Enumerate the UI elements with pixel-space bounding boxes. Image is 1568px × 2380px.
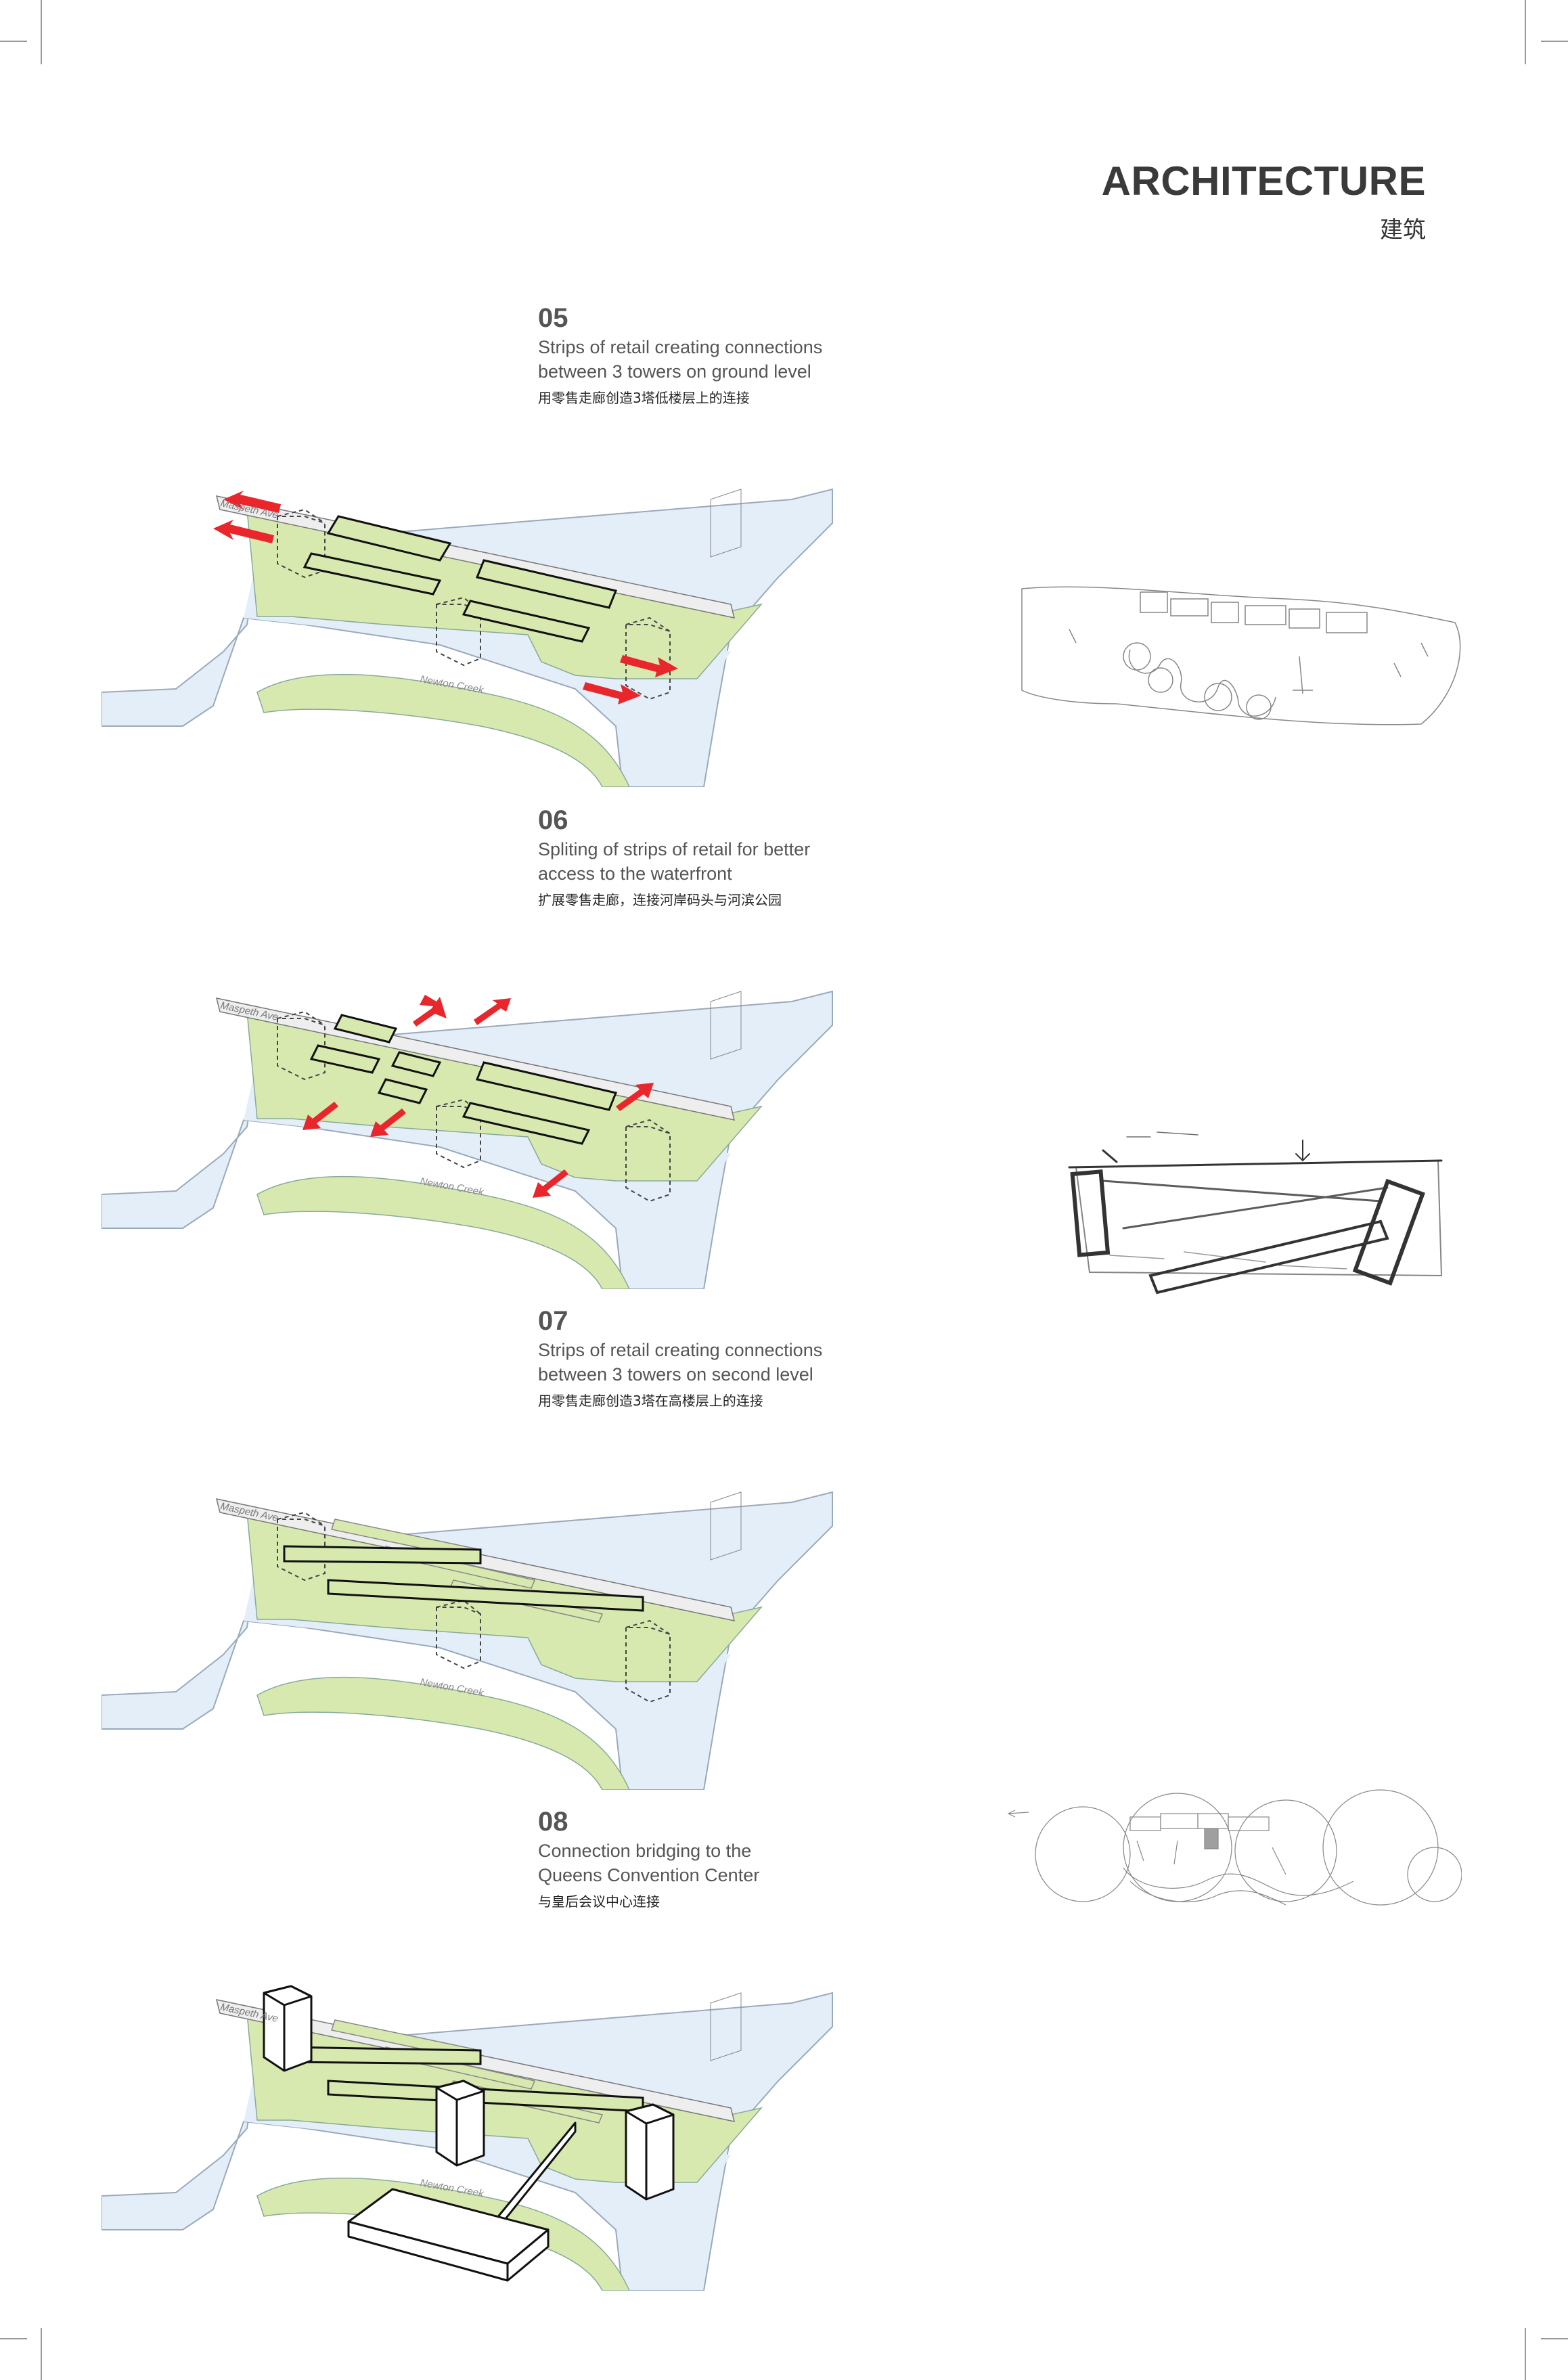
step-number: 07 [538,1306,568,1336]
diagram-step-08: 08 Connection bridging to the Queens Con… [0,1807,880,2294]
page-subtitle: 建筑 [1380,217,1426,244]
step-caption-cn: 扩展零售走廊，连接河岸码头与河滨公园 [538,892,782,908]
step-description-line: Queens Convention Center [538,1865,760,1885]
step-description-line: Spliting of strips of retail for better [538,839,811,859]
step-description-line: Connection bridging to the [538,1841,752,1861]
step-number: 05 [538,303,568,333]
step-caption-cn: 与皇后会议中心连接 [538,1893,660,1910]
page-header: ARCHITECTURE 建筑 [1102,161,1426,244]
hand-sketch-concept [1068,1131,1443,1295]
crop-mark [0,41,27,42]
crop-mark [1541,2338,1568,2339]
crop-mark [41,2328,42,2380]
hand-sketch-site-plan [1021,586,1461,725]
step-caption-cn: 用零售走廊创造3塔低楼层上的连接 [538,390,750,406]
step-description-line: between 3 towers on second level [538,1364,813,1385]
site-axonometric-map: Maspeth Ave Newton Creek [102,489,833,787]
step-description-line: Strips of retail creating connections [538,337,823,357]
crop-mark [0,2338,27,2339]
crop-mark [1525,0,1526,64]
site-axonometric-map: Maspeth Ave Newton Creek [102,1491,833,1790]
diagram-step-07: 07 Strips of retail creating connections… [0,1306,880,1793]
step-number: 06 [538,805,568,835]
step-description-line: between 3 towers on ground level [538,361,811,382]
step-description-line: access to the waterfront [538,863,732,884]
crop-mark [1541,41,1568,42]
site-axonometric-map: Maspeth Ave Newton Creek [102,991,833,1289]
crop-mark [41,0,42,64]
page-title: ARCHITECTURE [1101,158,1426,204]
site-axonometric-map: Maspeth Ave Newton Creek [102,1985,833,2291]
hand-sketch-bridge [1007,1789,1462,1906]
step-description-line: Strips of retail creating connections [538,1340,823,1360]
step-caption-cn: 用零售走廊创造3塔在高楼层上的连接 [538,1393,763,1409]
diagram-step-06: 06 Spliting of strips of retail for bett… [0,805,880,1293]
crop-mark [1525,2328,1526,2380]
step-number: 08 [538,1807,568,1837]
diagram-step-05: 05 Strips of retail creating connections… [0,303,880,790]
